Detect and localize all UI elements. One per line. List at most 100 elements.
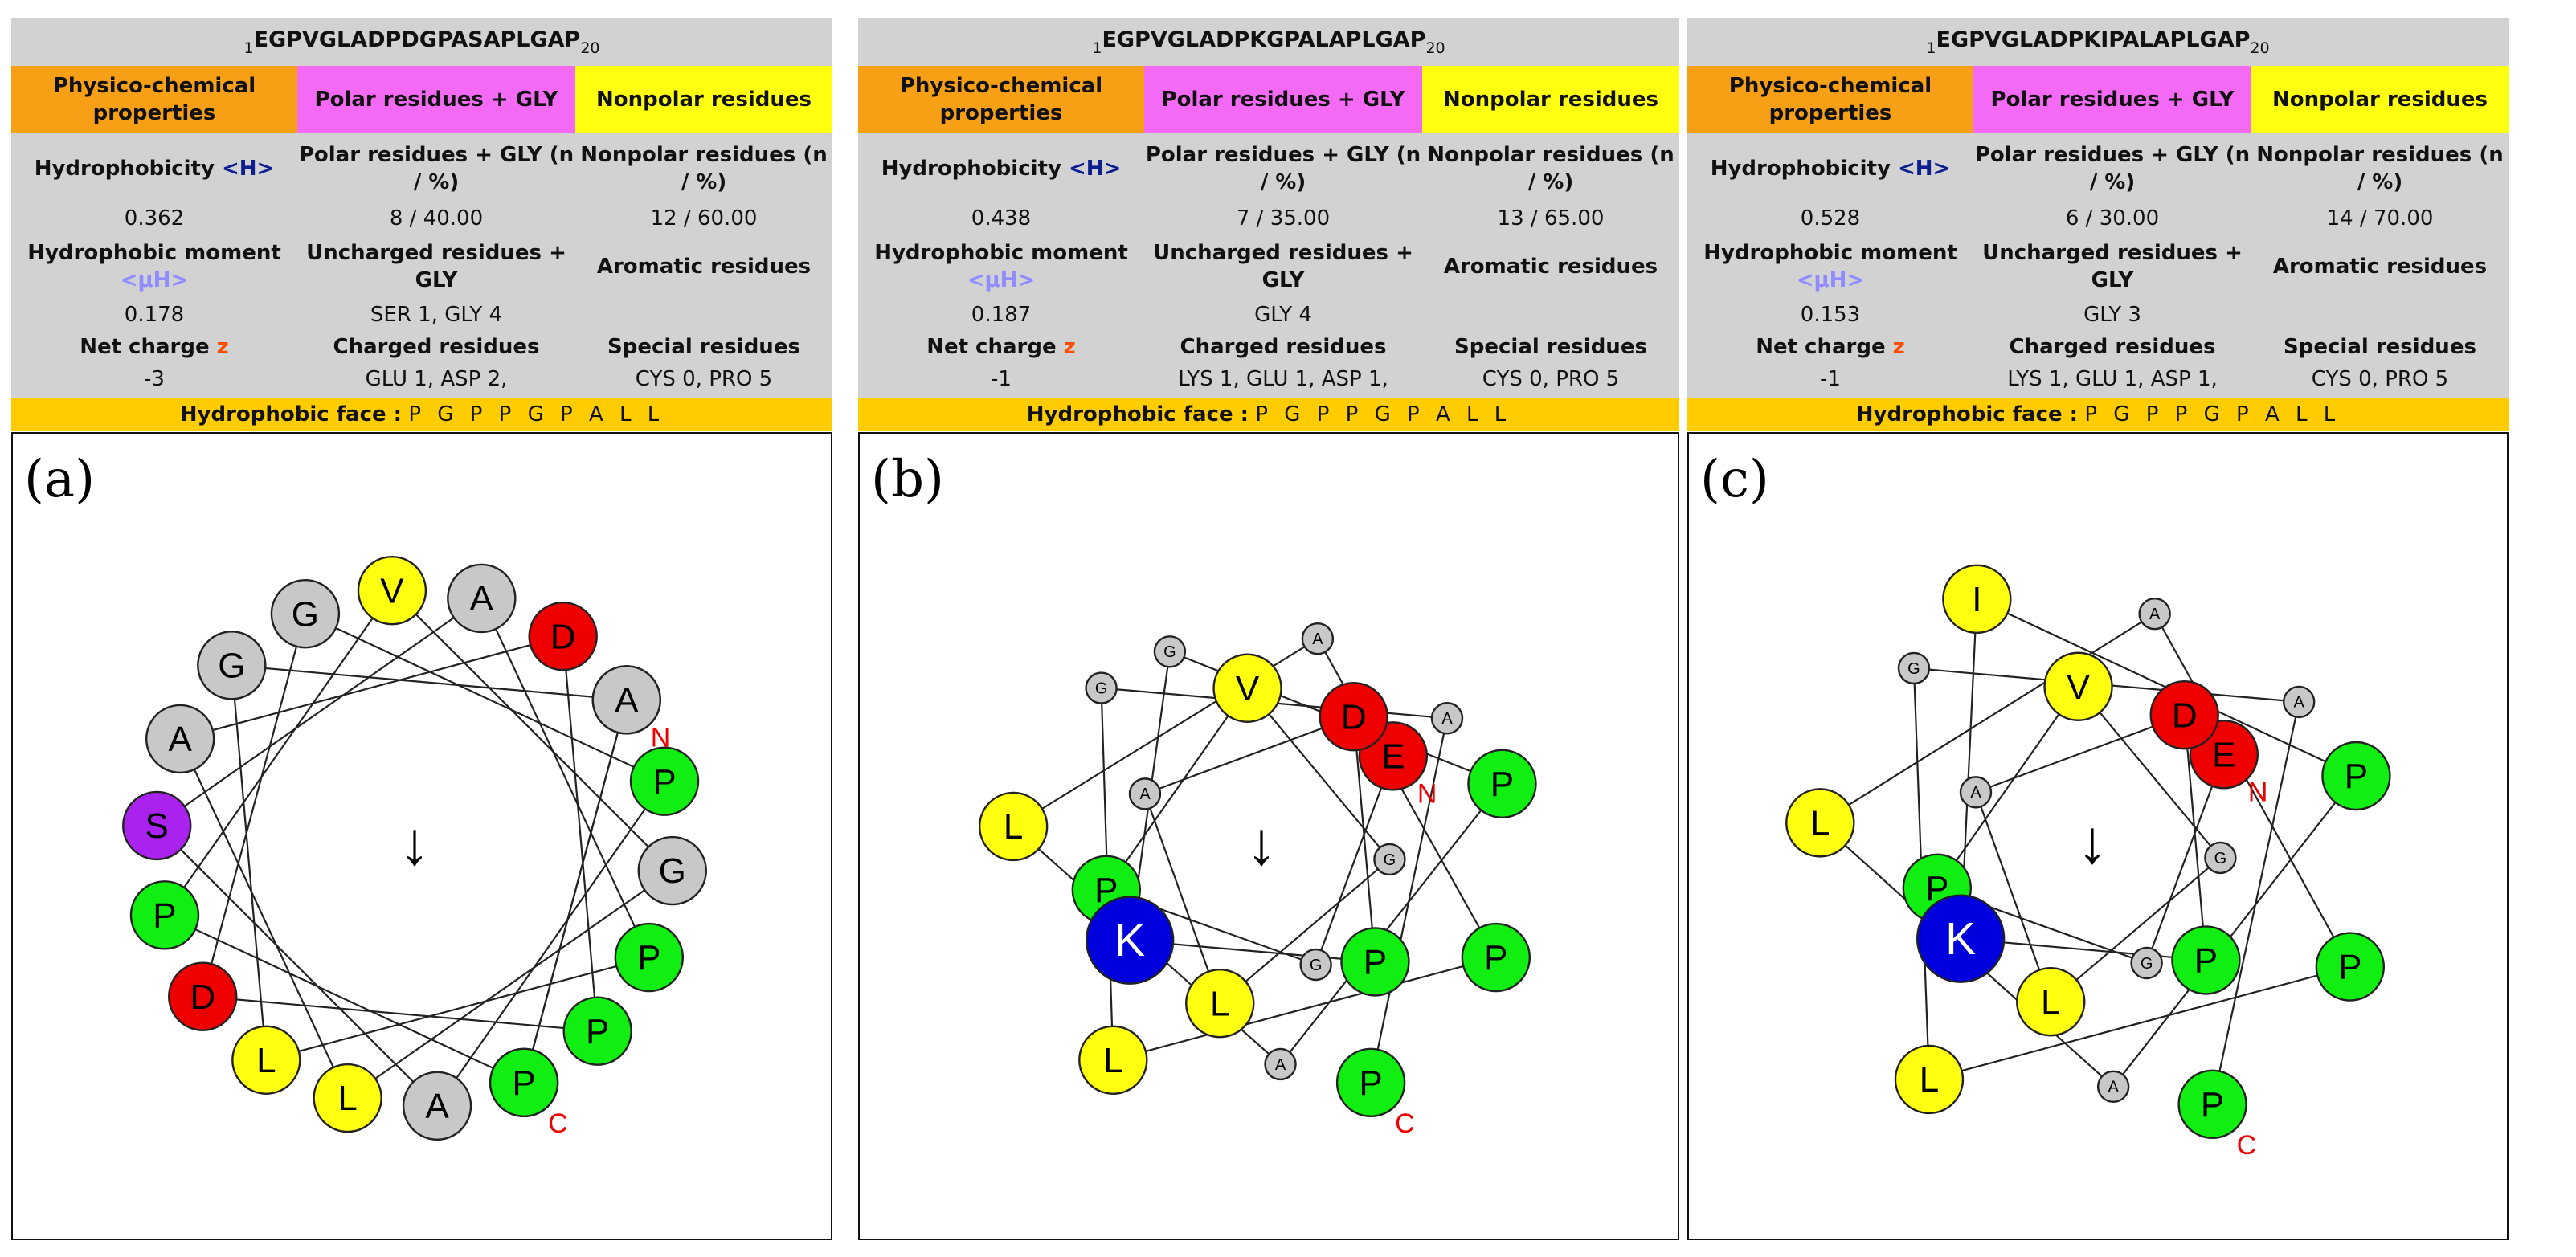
svg-text:A: A — [2294, 694, 2305, 712]
helix-bond — [1936, 686, 2079, 889]
svg-text:A: A — [470, 579, 494, 618]
n-terminus-marker: N — [2248, 777, 2268, 807]
helix-bond — [1974, 792, 2052, 1002]
helix-bond — [164, 590, 393, 916]
residue-11: G — [1153, 635, 1187, 668]
svg-text:P: P — [2338, 948, 2361, 987]
svg-text:A: A — [1275, 1056, 1286, 1074]
header-nonpolar: Nonpolar residues — [1422, 66, 1679, 133]
header-physico-chemical: Physico-chemical properties — [1687, 66, 1973, 133]
hydrophobic-face-label: Hydrophobic face : — [1026, 402, 1249, 426]
uncharged-label: Uncharged residues + GLY — [306, 241, 566, 292]
svg-text:L: L — [337, 1079, 357, 1118]
hydrophobicity-value: 0.362 — [124, 206, 185, 231]
svg-text:A: A — [2149, 606, 2161, 623]
svg-text:L: L — [1004, 807, 1023, 847]
svg-text:G: G — [1163, 643, 1176, 661]
helix-bond — [1105, 688, 1249, 891]
helix-bond — [202, 995, 598, 1032]
svg-text:E: E — [1381, 737, 1405, 776]
helix-bond — [1279, 783, 1503, 1065]
svg-text:P: P — [1364, 943, 1387, 982]
svg-text:V: V — [380, 571, 404, 610]
svg-text:P: P — [1484, 938, 1507, 977]
helical-wheel: ↓EGPVGLADPDGPASAPLGAPNC — [122, 556, 707, 1141]
residue-19: A — [591, 665, 661, 735]
residue-20: P — [1335, 1047, 1406, 1118]
aromatic-label: Aromatic residues — [1443, 255, 1658, 279]
helix-bond — [1928, 965, 2351, 1081]
residue-3: P — [129, 880, 200, 950]
panel-label: (a) — [24, 450, 96, 509]
panel-c: 1EGPVGLADPKIPALAPLGAP20 Physico-chemical… — [1687, 18, 2509, 1240]
c-terminus-marker: C — [548, 1108, 568, 1139]
svg-text:P: P — [153, 896, 176, 935]
panel-b: 1EGPVGLADPKGPALAPLGAP20 Physico-chemical… — [858, 18, 1679, 1240]
residue-5: G — [637, 835, 707, 906]
residue-4: V — [2043, 651, 2113, 721]
uncharged-value: SER 1, GLY 4 — [370, 303, 503, 327]
residue-2: G — [1299, 948, 1332, 982]
svg-text:A: A — [1139, 786, 1151, 803]
svg-text:A: A — [168, 720, 192, 759]
special-label: Special residues — [607, 335, 800, 359]
polar-count-value: 6 / 30.00 — [2065, 206, 2160, 231]
nonpolar-count-label: Nonpolar residues (n / %) — [2256, 143, 2504, 194]
residue-15: A — [2138, 598, 2171, 631]
special-label: Special residues — [1454, 335, 1647, 359]
polar-count-label: Polar residues + GLY (n / %) — [1145, 143, 1421, 194]
residue-10: K — [1916, 894, 2006, 983]
residue-9: P — [2171, 925, 2241, 995]
helix-bond — [562, 636, 599, 1031]
header-physico-chemical: Physico-chemical properties — [11, 66, 297, 133]
helix-bond — [2112, 775, 2357, 1088]
svg-text:K: K — [1114, 915, 1145, 966]
hydrophobic-face-label: Hydrophobic face : — [179, 402, 403, 426]
residue-13: A — [1264, 1047, 1297, 1081]
svg-text:L: L — [1103, 1041, 1122, 1080]
hydrophobic-face-label: Hydrophobic face : — [1855, 402, 2079, 426]
aromatic-value — [575, 299, 832, 331]
svg-text:P: P — [2345, 757, 2368, 796]
helix-bond — [2183, 715, 2207, 961]
helix-bond — [179, 738, 349, 1099]
properties-table: 1EGPVGLADPKGPALAPLGAP20 Physico-chemical… — [858, 18, 1679, 431]
svg-text:V: V — [2067, 667, 2091, 707]
helix-bond — [266, 957, 650, 1061]
svg-text:V: V — [1236, 669, 1260, 708]
svg-text:D: D — [190, 977, 215, 1017]
svg-text:G: G — [659, 851, 686, 891]
sequence-title: 1EGPVGLADPDGPASAPLGAP20 — [11, 18, 832, 63]
special-value: CYS 0, PRO 5 — [1482, 367, 1620, 391]
svg-text:G: G — [1907, 660, 1920, 678]
residue-18: G — [197, 631, 267, 700]
charged-label: Charged residues — [2009, 335, 2216, 359]
svg-text:G: G — [218, 646, 245, 685]
residue-10: K — [1085, 896, 1175, 985]
hydrophobic-face-sequence: P G P P G P A L L — [408, 402, 664, 426]
helix-bond — [436, 781, 665, 1107]
moment-arrow: ↓ — [1246, 810, 1277, 878]
hydrophobic-face: Hydrophobic face : P G P P G P A L L — [1687, 398, 2509, 431]
special-value: CYS 0, PRO 5 — [2311, 367, 2449, 391]
svg-text:P: P — [1490, 765, 1514, 804]
helix-bond — [1975, 714, 2186, 794]
residue-7: A — [145, 704, 215, 774]
c-terminus-marker: C — [1395, 1108, 1415, 1139]
svg-text:A: A — [1441, 710, 1453, 728]
helix-bond — [1819, 613, 2156, 824]
hydrophobic-face-sequence: P G P P G P A L L — [2084, 402, 2341, 426]
svg-text:P: P — [2201, 1085, 2224, 1124]
helix-bond — [231, 665, 268, 1060]
residue-10: D — [168, 961, 238, 1031]
properties-table: 1EGPVGLADPDGPASAPLGAP20 Physico-chemical… — [11, 18, 832, 431]
svg-text:A: A — [2108, 1079, 2119, 1096]
residue-6: L — [2016, 966, 2086, 1037]
residue-5: G — [2204, 841, 2237, 875]
residue-16: P — [614, 922, 685, 993]
residue-17: L — [231, 1025, 301, 1095]
svg-text:D: D — [550, 617, 576, 656]
charged-value: LYS 1, GLU 1, ASP 1, — [1178, 367, 1388, 391]
uncharged-label: Uncharged residues + GLY — [1982, 241, 2243, 292]
